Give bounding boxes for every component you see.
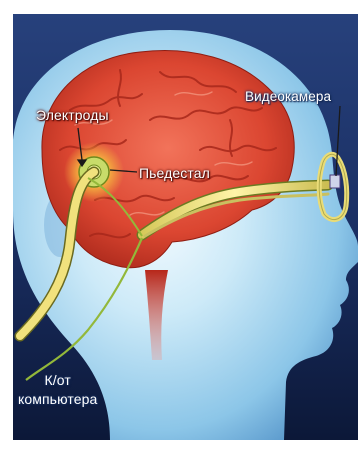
computer-label-line1: К/от — [18, 371, 97, 390]
pedestal-label: Пьедестал — [139, 165, 210, 181]
video-camera-label: Видеокамера — [245, 89, 331, 105]
computer-connection-label: К/от компьютера — [18, 371, 97, 409]
video-camera — [330, 175, 340, 188]
electrodes-label: Электроды — [36, 107, 109, 123]
computer-label-line2: компьютера — [18, 390, 97, 409]
